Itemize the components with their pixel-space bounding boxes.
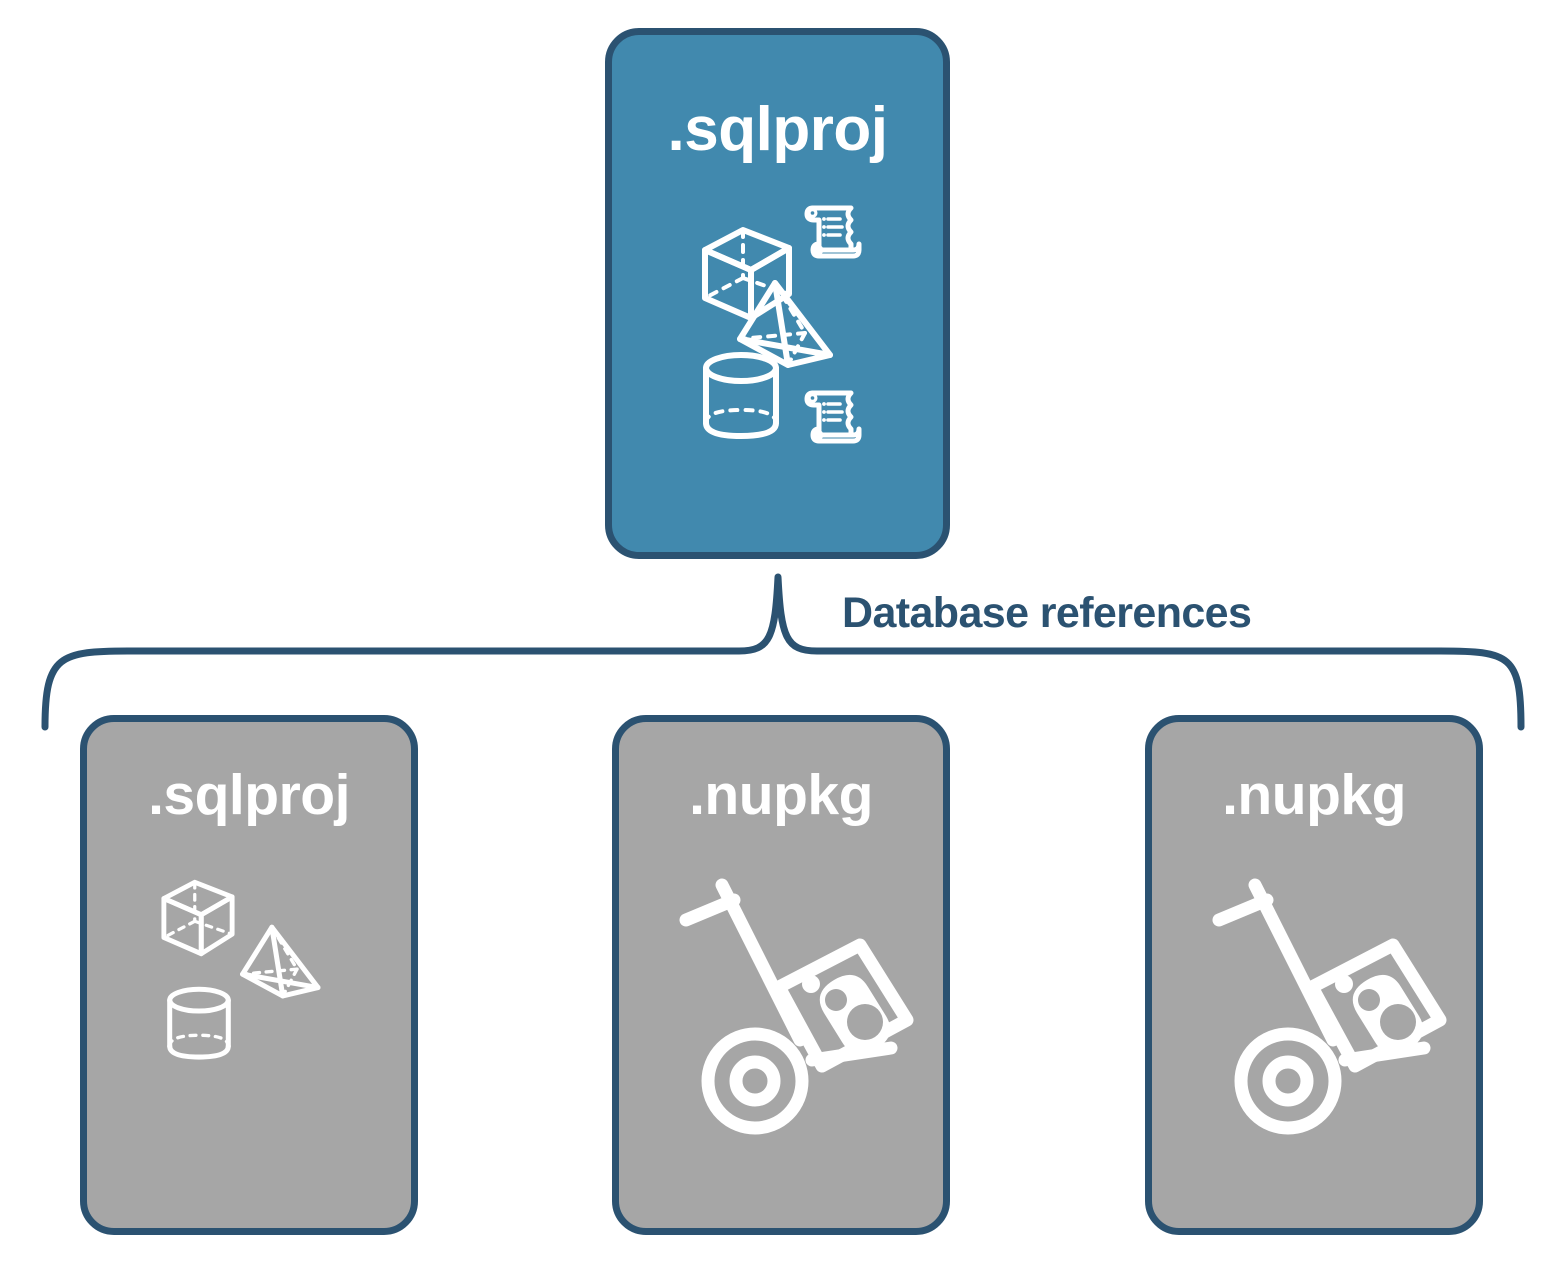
- cylinder-icon: [167, 986, 231, 1060]
- reference-node-title: .nupkg: [1222, 763, 1406, 827]
- hand-truck-package-icon: [1212, 878, 1447, 1135]
- reference-node-icon-group: [87, 867, 411, 1117]
- root-node-icon-group: [612, 190, 943, 470]
- pyramid-icon: [737, 280, 833, 368]
- reference-node-nupkg-card[interactable]: .nupkg: [1145, 715, 1483, 1235]
- root-node-sqlproj-card[interactable]: .sqlproj: [605, 28, 950, 559]
- cube-icon: [702, 227, 792, 321]
- database-references-label: Database references: [842, 589, 1252, 637]
- reference-node-title: .nupkg: [689, 763, 873, 827]
- cube-icon: [161, 879, 235, 957]
- reference-node-title: .sqlproj: [148, 763, 350, 827]
- hand-truck-package-icon: [679, 878, 914, 1135]
- scroll-icon: [804, 390, 862, 444]
- database-references-brace: [41, 573, 1525, 731]
- reference-node-icon-group: [1152, 867, 1476, 1147]
- cylinder-icon: [703, 352, 779, 439]
- root-node-title: .sqlproj: [667, 95, 888, 164]
- reference-node-nupkg-card[interactable]: .nupkg: [612, 715, 950, 1235]
- reference-node-icon-group: [619, 867, 943, 1147]
- scroll-icon: [804, 205, 862, 259]
- pyramid-icon: [240, 924, 321, 999]
- reference-node-sqlproj-card[interactable]: .sqlproj: [80, 715, 418, 1235]
- brace-path: [41, 573, 1525, 731]
